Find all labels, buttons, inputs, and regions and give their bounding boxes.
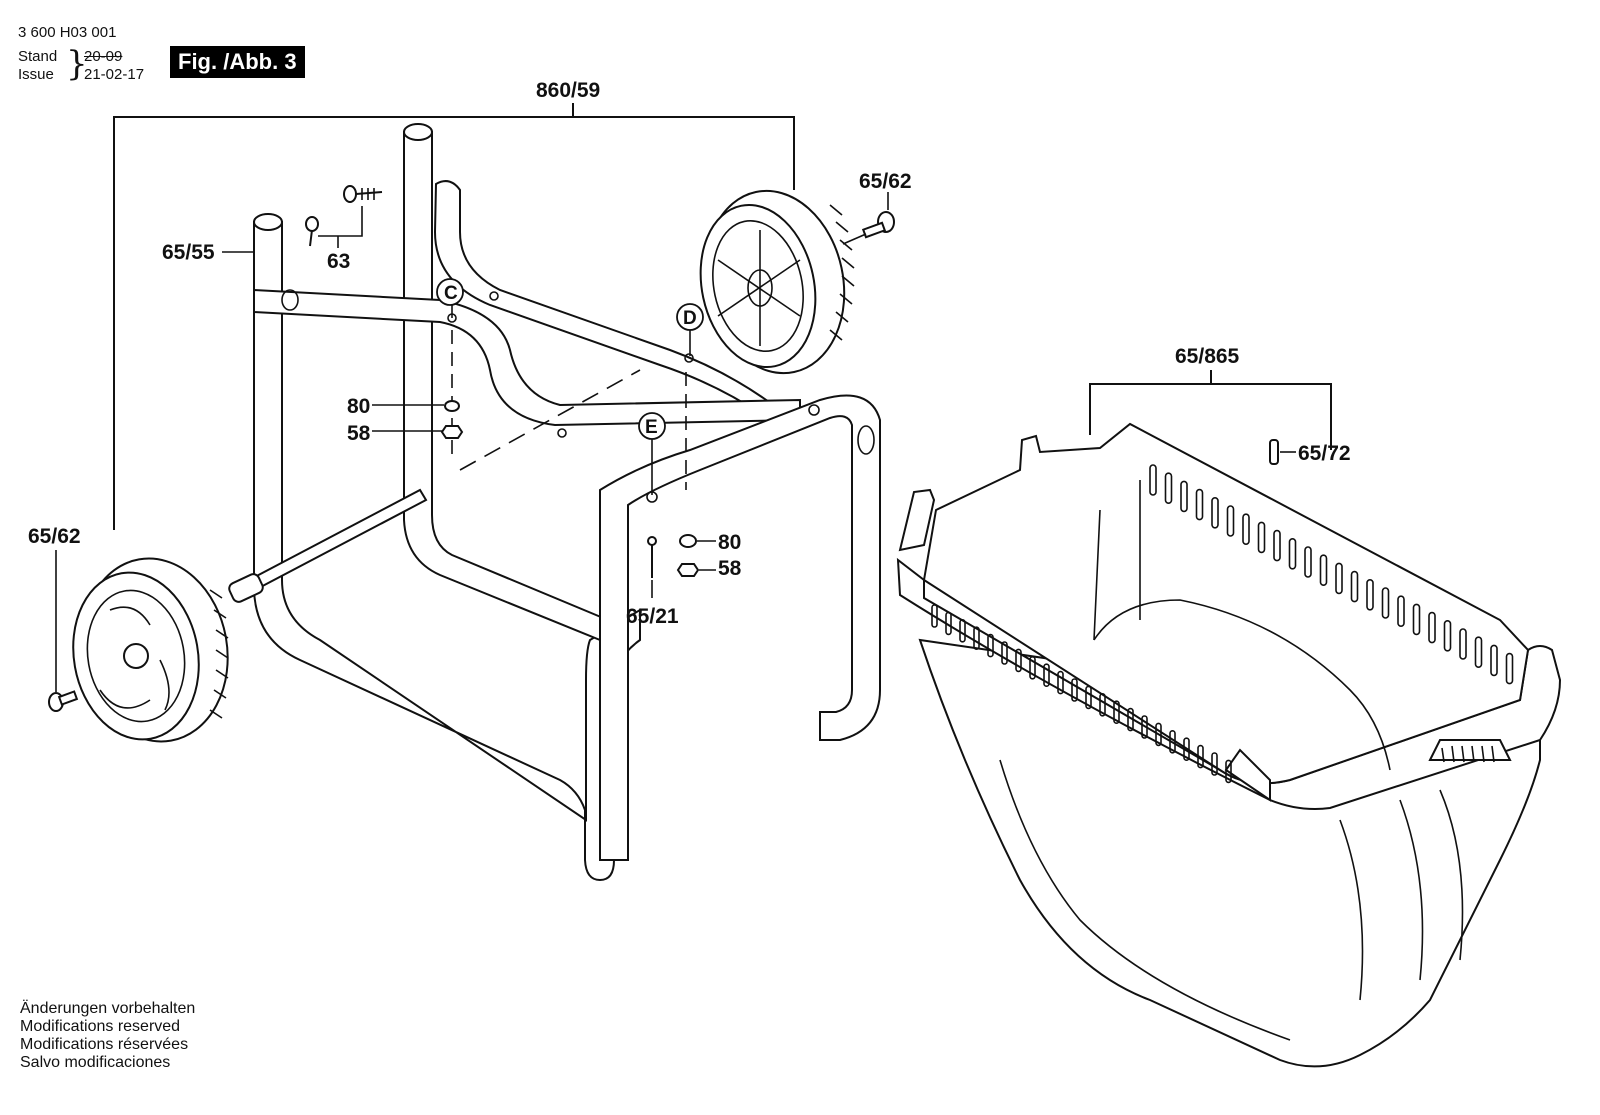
vent-slot: [1197, 744, 1204, 769]
vent-slot: [931, 604, 938, 628]
vent-slot: [1057, 670, 1064, 695]
vent-slot: [1459, 628, 1467, 660]
vent-slot: [973, 626, 980, 651]
issue-label: Issue: [18, 66, 54, 83]
vent-slot: [1180, 480, 1188, 513]
vent-slot: [959, 618, 966, 643]
vent-slot: [1015, 648, 1022, 673]
vent-slot: [1474, 636, 1483, 669]
vent-slot: [1099, 692, 1106, 717]
marker-e-label: E: [645, 417, 658, 438]
vent-slot: [987, 633, 994, 658]
marker-d: D: [676, 303, 704, 356]
footer-line-es: Salvo modificaciones: [20, 1054, 171, 1071]
vent-slot: [1242, 513, 1250, 546]
footer-notes: Änderungen vorbehalten Modifications res…: [20, 1000, 195, 1072]
vent-slot: [1412, 603, 1421, 636]
callout-58-lower: 58: [718, 557, 742, 580]
vent-slot: [1226, 505, 1235, 537]
collection-box-vents: [931, 464, 1514, 784]
callout-80-upper: 80: [347, 395, 370, 418]
vent-slot: [1319, 554, 1328, 587]
marker-c: C: [436, 278, 464, 318]
vent-slot: [1169, 729, 1176, 754]
vent-slot: [1001, 641, 1008, 665]
figure-badge: Fig. /Abb. 3: [170, 46, 305, 78]
vent-slot: [1443, 619, 1452, 652]
footer-line-de: Änderungen vorbehalten: [20, 1000, 196, 1017]
collection-box-bracket: [1089, 370, 1332, 450]
vent-slot: [1381, 587, 1390, 619]
vent-slot: [1335, 562, 1343, 595]
vent-slot: [1141, 715, 1148, 739]
callout-65-62-right: 65/62: [859, 170, 912, 193]
collection-box: [896, 422, 1562, 1068]
callout-65-72: 65/72: [1298, 442, 1351, 465]
vent-slot: [1211, 496, 1219, 529]
vent-slot: [1029, 655, 1036, 680]
lower-fasteners: [647, 534, 716, 598]
vent-slot: [1164, 472, 1173, 505]
vent-slot: [1155, 722, 1162, 747]
vent-slot: [1113, 700, 1120, 725]
vent-slot: [1366, 578, 1374, 611]
callout-58-upper: 58: [347, 422, 371, 445]
vent-slot: [1085, 685, 1092, 710]
vent-slot: [1225, 759, 1232, 784]
stand-date-struck: 20-09: [84, 48, 123, 65]
marker-d-label: D: [683, 308, 697, 329]
marker-e: E: [638, 412, 666, 495]
vent-slot: [1397, 595, 1405, 628]
pin: [1269, 439, 1296, 465]
vent-slot: [1350, 570, 1359, 603]
vent-slot: [1071, 678, 1078, 702]
stand-label: Stand: [18, 48, 58, 65]
vent-slot: [1127, 707, 1134, 732]
right-wheel: [699, 189, 855, 375]
vent-slot: [945, 611, 952, 636]
issue-date: 21-02-17: [84, 66, 145, 83]
callout-65-21: 65/21: [626, 605, 679, 628]
screw-pair: [305, 185, 383, 248]
callout-63: 63: [327, 250, 350, 273]
vent-slot: [1195, 488, 1204, 521]
vent-slot: [1043, 663, 1050, 688]
callout-65-865: 65/865: [1175, 345, 1240, 368]
callout-80-lower: 80: [718, 531, 741, 554]
left-wheel: [72, 557, 229, 743]
right-wheel-screw: [842, 192, 895, 245]
vent-slot: [1183, 737, 1190, 762]
marker-c-label: C: [444, 283, 458, 304]
cart-frame: [228, 123, 881, 882]
callout-860-59: 860/59: [536, 79, 600, 102]
left-wheel-screw: [48, 550, 79, 712]
vent-slot: [1211, 752, 1218, 776]
callout-65-55: 65/55: [162, 241, 215, 264]
vent-slot: [1428, 611, 1436, 644]
footer-line-en: Modifications reserved: [20, 1018, 181, 1035]
vent-slot: [1490, 644, 1498, 677]
callout-65-62-left: 65/62: [28, 525, 81, 548]
brace-icon: }: [66, 44, 88, 84]
upper-washer-nut: [372, 400, 464, 439]
document-number: 3 600 H03 001: [18, 24, 117, 41]
frame-assembly-bracket: [113, 103, 795, 530]
footer-line-fr: Modifications réservées: [20, 1036, 189, 1053]
vent-slot: [1505, 652, 1514, 685]
vent-slot: [1288, 537, 1297, 570]
vent-slot: [1149, 464, 1157, 496]
vent-slot: [1304, 546, 1312, 578]
vent-slot: [1273, 529, 1281, 562]
vent-slot: [1257, 521, 1266, 554]
